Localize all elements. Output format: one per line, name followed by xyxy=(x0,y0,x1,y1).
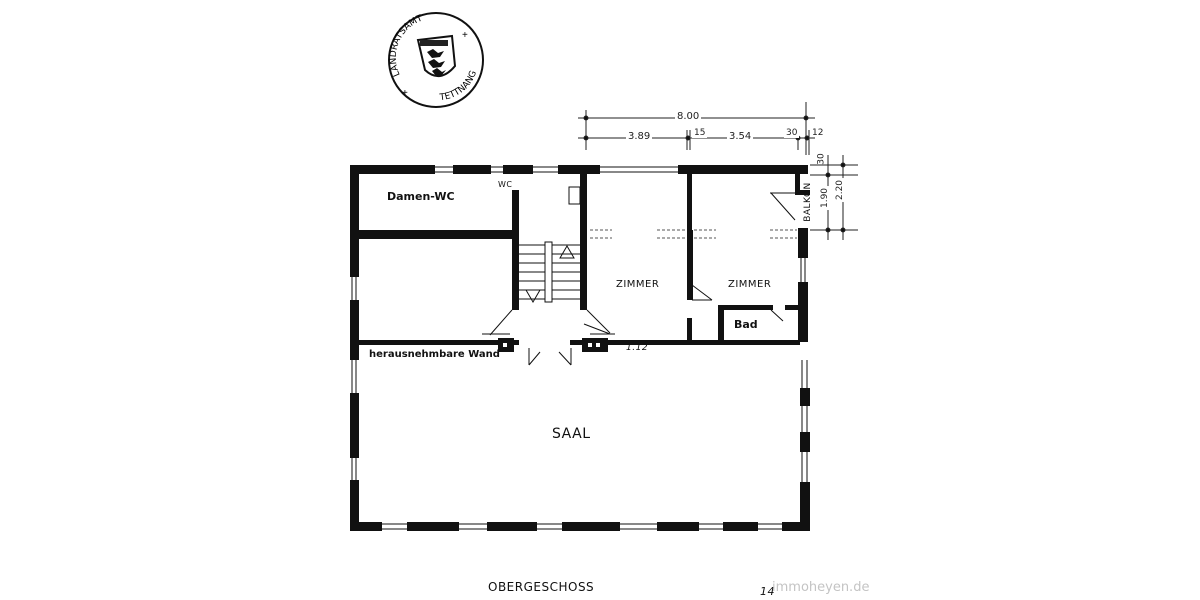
room-label-wc-small: WC xyxy=(498,180,513,189)
dim-balcony-total: 2.20 xyxy=(835,177,846,203)
windows xyxy=(351,166,808,530)
door-swings xyxy=(482,192,796,366)
dim-segment-3: 3.54 xyxy=(727,131,754,142)
room-label-zimmer-1: ZIMMER xyxy=(616,279,660,290)
handwritten-note: 1.12 xyxy=(626,343,649,353)
svg-text:+: + xyxy=(462,30,468,41)
balcony-label: BALKON xyxy=(802,182,813,222)
dim-segment-2: 15 xyxy=(692,128,708,138)
removable-wall-label: herausnehmbare Wand xyxy=(369,349,500,360)
svg-text:+: + xyxy=(402,88,408,99)
beam-lines xyxy=(590,229,797,239)
walls xyxy=(350,165,810,531)
dim-segment-1: 3.89 xyxy=(626,131,653,142)
dim-segment-4: 30 xyxy=(784,128,800,138)
room-label-damen-wc: Damen-WC xyxy=(387,190,455,203)
dim-balcony-depth-2: 1.90 xyxy=(820,185,831,211)
dim-total-width: 8.00 xyxy=(675,111,702,122)
dim-balcony-depth-1: 30 xyxy=(816,153,827,165)
dim-segment-5: 12 xyxy=(812,128,824,138)
watermark: immoheyen.de xyxy=(772,580,870,595)
room-label-saal: SAAL xyxy=(552,426,591,442)
room-label-zimmer-2: ZIMMER xyxy=(728,279,772,290)
page-mark: 14 xyxy=(760,585,775,598)
floor-title: OBERGESCHOSS xyxy=(488,580,595,594)
coat-of-arms-icon xyxy=(416,34,457,77)
staircase xyxy=(519,241,580,303)
landratsamt-stamp: LANDRATSAMT TETTNANG + + xyxy=(388,12,484,108)
wc-fixtures xyxy=(512,186,581,218)
room-label-bad: Bad xyxy=(734,318,758,331)
